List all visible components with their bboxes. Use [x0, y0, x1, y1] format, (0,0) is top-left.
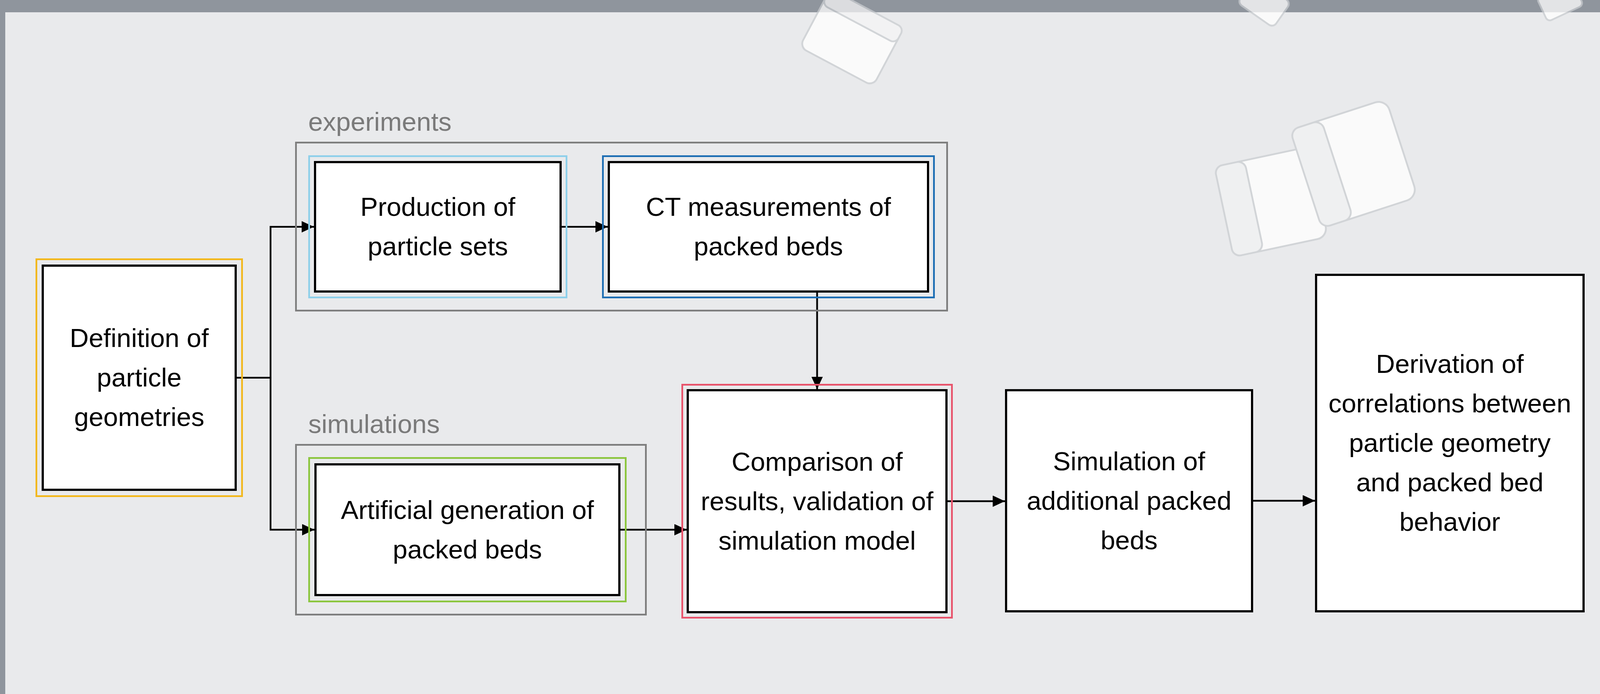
box-label: Comparison of results, validation of sim…	[697, 441, 937, 561]
box-label: Derivation of correlations between parti…	[1325, 344, 1574, 542]
process-box: Definition of particle geometries	[35, 258, 243, 497]
flow-arrow	[1253, 499, 1315, 502]
box-label: Artificial generation of packed beds	[325, 490, 610, 570]
group-heading: simulations	[308, 406, 440, 442]
flow-arrow	[561, 225, 608, 228]
process-box: Simulation of additional packed beds	[1004, 388, 1254, 613]
group-frame: experimentsProduction of particle setsCT…	[295, 141, 948, 312]
box-border: Artificial generation of packed beds	[314, 463, 621, 596]
process-box: Derivation of correlations between parti…	[1314, 273, 1585, 613]
flow-arrow	[236, 377, 315, 530]
process-box: Artificial generation of packed beds	[308, 456, 627, 603]
box-border: Simulation of additional packed beds	[1004, 388, 1254, 613]
box-label: Production of particle sets	[324, 187, 551, 267]
process-box: Production of particle sets	[308, 155, 568, 299]
process-box: CT measurements of packed beds	[602, 155, 935, 299]
box-label: CT measurements of packed beds	[618, 187, 919, 267]
box-border: Definition of particle geometries	[41, 264, 237, 491]
box-label: Simulation of additional packed beds	[1015, 441, 1243, 560]
flow-arrow	[236, 226, 314, 378]
box-border: Comparison of results, validation of sim…	[686, 388, 948, 613]
group-heading: experiments	[308, 104, 452, 139]
box-border: Derivation of correlations between parti…	[1314, 273, 1585, 613]
group-frame: simulationsArtificial generation of pack…	[295, 443, 647, 616]
box-border: Production of particle sets	[313, 160, 562, 293]
flow-arrow	[947, 500, 1005, 503]
box-label: Definition of particle geometries	[52, 318, 226, 437]
process-box: Comparison of results, validation of sim…	[681, 383, 953, 619]
flow-arrow	[620, 528, 687, 531]
box-border: CT measurements of packed beds	[607, 160, 930, 293]
flow-arrow	[816, 292, 819, 389]
